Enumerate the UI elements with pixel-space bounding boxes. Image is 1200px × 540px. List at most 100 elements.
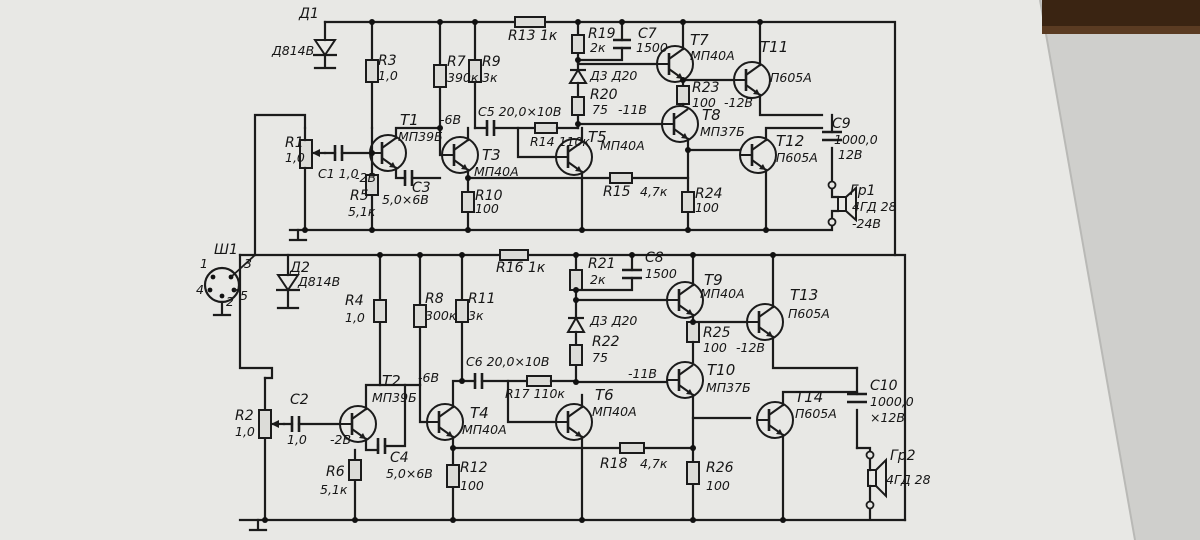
label-v11-ch1: -11В [618,102,647,117]
label-R11-value: 3к [468,308,484,323]
resistor-R8 [413,304,427,328]
resistor-R17 [526,375,552,387]
label-R20-value: 75 [592,102,608,117]
label-T2-value: МП39Б [372,390,417,405]
label-C1: C1 1,0 [318,166,359,181]
speaker-Gr2 [867,469,877,487]
label-T14-value: П605А [795,406,837,421]
label-C9-voltage: 12В [838,147,862,162]
label-R24: R24 [695,186,723,202]
resistor-R15 [609,172,633,184]
label-D3-ch2: Д3 Д20 [589,313,637,328]
label-C7: C7 [638,26,657,42]
label-Gr2-value: 4ГД 28 [886,472,931,487]
label-R11: R11 [468,291,496,307]
label-T5: T5 [588,128,607,146]
label-C5: C5 20,0×10В [478,104,561,119]
label-C8-value: 1500 [645,266,677,281]
label-T12-value: П605А [776,150,818,165]
label-C9: C9 [832,116,851,132]
label-Gr2: Гр2 [890,448,916,464]
label-Gr1: Гр1 [850,183,876,199]
label-R7: R7 [447,54,466,70]
paper-right-area [1040,0,1200,540]
resistor-R12 [446,464,460,488]
resistor-R13 [514,16,546,28]
junction-dots [262,19,786,523]
label-R23: R23 [692,80,720,96]
label-C10-value: 1000,0 [870,394,914,409]
label-v11-ch2: -11В [628,366,657,381]
label-R10-value: 100 [475,201,499,216]
label-v12-ch2: -12В [736,340,765,355]
label-R8: R8 [425,291,444,307]
label-T8: T8 [702,106,721,124]
resistor-R4 [373,299,387,323]
label-R16: R16 1к [496,260,546,276]
label-R18-value: 4,7к [640,456,668,471]
label-C7-value: 1500 [636,40,668,55]
label-T13-value: П605А [788,306,830,321]
label-T11-value: П605А [770,70,812,85]
label-C3-value: 5,0×6В [382,192,429,207]
zener-D1 [313,39,337,70]
label-T2: T2 [382,372,401,390]
labels-channel-2: Д2 Д814В R16 1к R21 2к C8 1500 T9 МП40А … [235,250,931,497]
label-v6-ch2: -6В [418,370,439,385]
resistor-R11 [455,299,469,323]
label-R21: R21 [588,256,616,272]
label-R5-value: 5,1к [348,204,376,219]
label-R22-value: 75 [592,350,608,365]
resistor-R26 [686,461,700,485]
resistor-R3 [365,59,379,83]
label-C6: C6 20,0×10В [466,354,549,369]
label-T14: T14 [795,388,823,406]
connector-Sh1 [203,254,256,317]
label-R18: R18 [600,456,628,472]
label-R23-value: 100 [692,95,716,110]
label-T13: T13 [790,286,818,304]
label-T11: T11 [760,38,788,56]
label-C9-value: 1000,0 [834,132,878,147]
label-R26: R26 [706,460,734,476]
label-R4: R4 [345,293,364,309]
label-R15-value: 4,7к [640,184,668,199]
label-T12: T12 [776,132,804,150]
label-T3: T3 [482,146,501,164]
label-Gr1-value: 4ГД 28 [852,199,897,214]
resistor-R14 [534,122,558,134]
label-pin-3: 3 [244,256,252,271]
resistor-R19 [571,34,585,54]
label-pin-1: 1 [200,256,208,271]
channel-2 [238,249,907,532]
channel-1 [253,16,897,257]
label-R2: R2 [235,408,254,424]
label-R25: R25 [703,325,731,341]
label-C3: C3 [412,180,431,196]
label-T3-value: МП40А [474,164,519,179]
label-T7-value: МП40А [690,48,735,63]
label-v6-ch1: -6В [440,112,461,127]
label-R22: R22 [592,334,620,350]
label-pin-5: 5 [240,288,248,303]
resistor-R7 [433,64,447,88]
label-T1: T1 [400,111,419,129]
label-R21-value: 2к [590,272,606,287]
label-R26-value: 100 [706,478,730,493]
label-C2: C2 [290,392,309,408]
resistor-R5 [365,174,379,196]
label-R10: R10 [475,188,503,204]
label-T1-value: МП39Б [398,129,443,144]
label-R15: R15 [603,184,631,200]
label-T9: T9 [704,271,723,289]
label-T8-value: МП37Б [700,124,745,139]
label-R14: R14 110к [530,134,590,149]
label-R9-value: 3к [482,70,498,85]
label-T10-value: МП37Б [706,380,751,395]
label-R7-value: 390к [447,70,479,85]
label-R3: R3 [378,53,397,69]
label-R20: R20 [590,87,618,103]
label-T5-value: МП40А [600,138,645,153]
